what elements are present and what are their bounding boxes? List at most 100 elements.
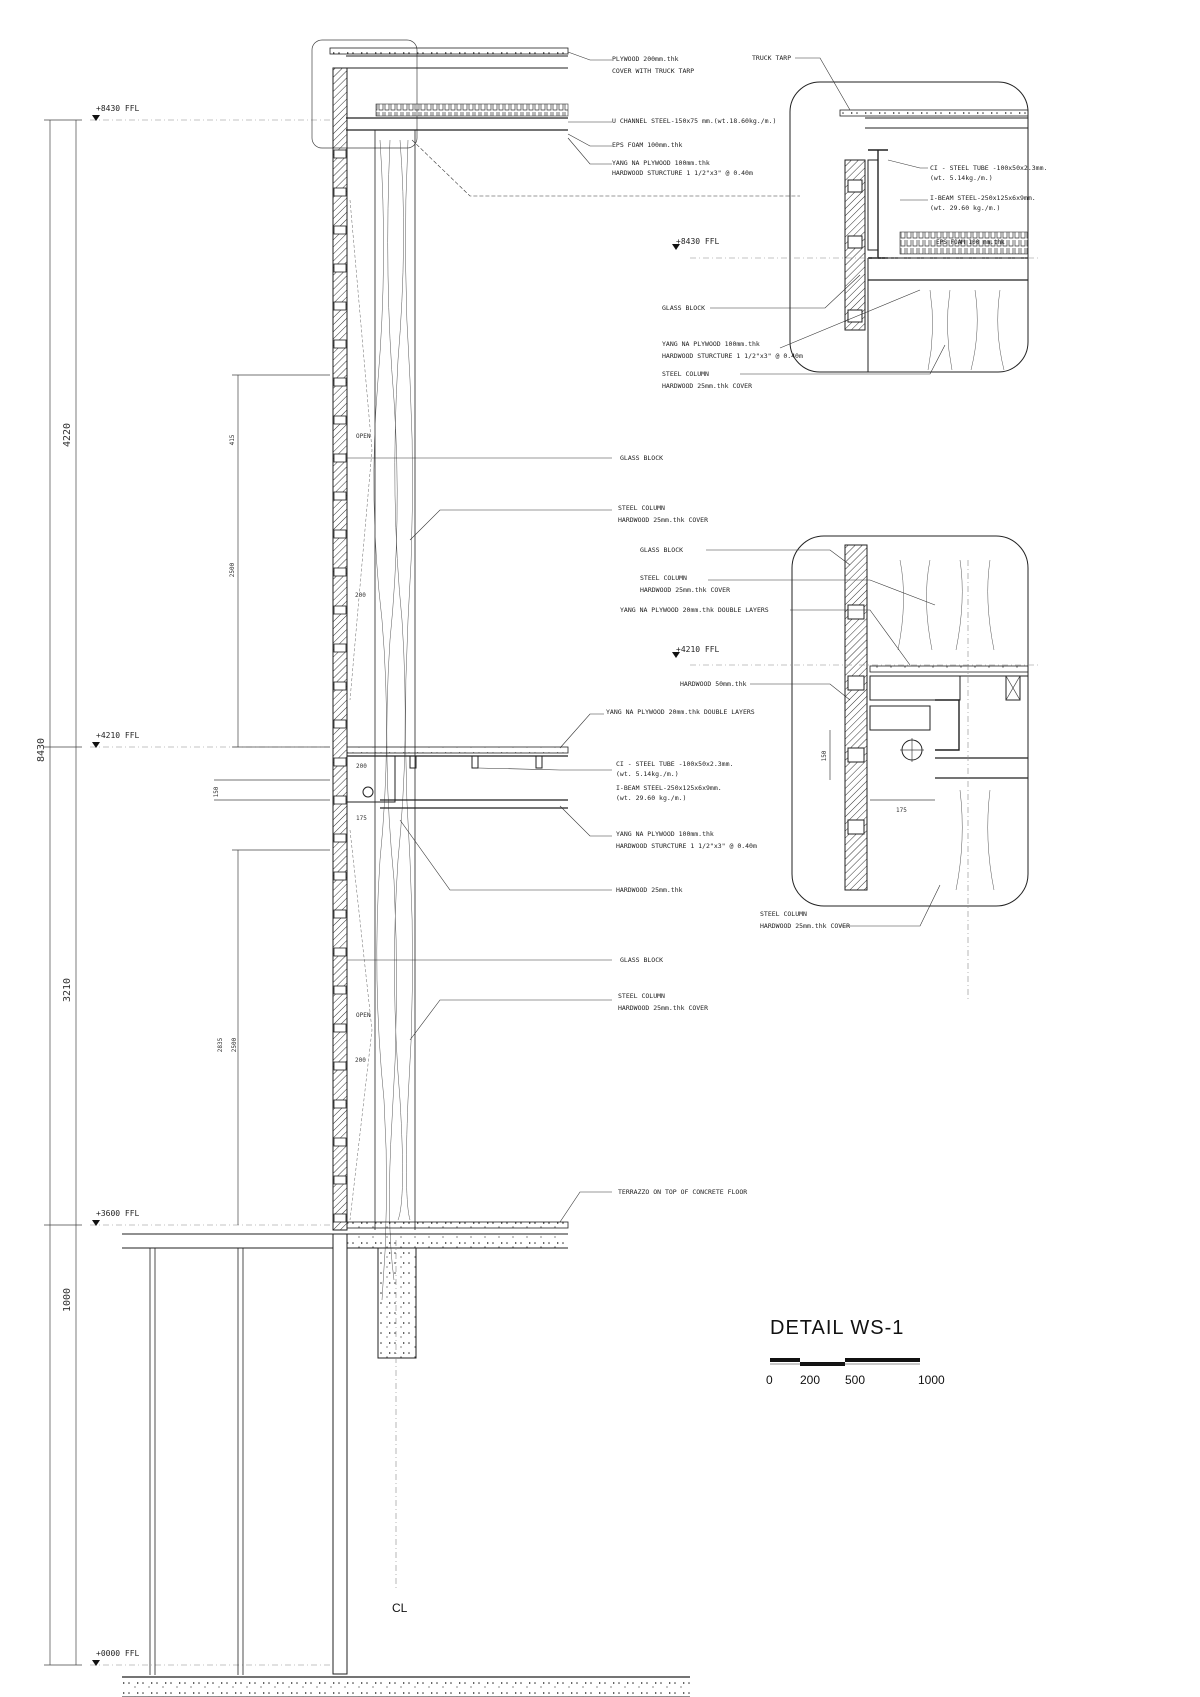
drawing-title: DETAIL WS-1 — [770, 1317, 904, 1339]
note-glass-block-2: GLASS BLOCK — [620, 956, 663, 964]
detail-bubble-top: +8430 FFL TRUCK TARP CI - STEEL TUBE -10… — [662, 54, 1047, 390]
glass-block-joint — [333, 187, 347, 197]
wood-grain — [373, 139, 413, 1301]
scale-label-0: 0 — [766, 1373, 773, 1387]
glass-block-joint — [333, 757, 347, 767]
detail-top-level: +8430 FFL — [676, 237, 720, 246]
detail-top-tarp: TRUCK TARP — [752, 54, 791, 62]
glass-block-joint — [333, 415, 347, 425]
detail-top-col-2: HARDWOOD 25mm.thk COVER — [662, 382, 752, 390]
main-section: OPEN OPEN 200 200 200 175 — [122, 39, 690, 1697]
glass-block-joint — [333, 1099, 347, 1109]
glass-block-joint — [333, 833, 347, 843]
glass-block-joint — [333, 567, 347, 577]
glass-block-joint — [333, 1061, 347, 1071]
glass-block-joint — [333, 871, 347, 881]
detail-callout-top — [311, 39, 418, 149]
note-terrazzo: TERRAZZO ON TOP OF CONCRETE FLOOR — [618, 1188, 747, 1196]
scale-label-200: 200 — [800, 1373, 820, 1387]
dim-open-lower: 2835 — [217, 1037, 224, 1052]
level-4210: +4210 FFL — [90, 731, 330, 748]
level-8430: +8430 FFL — [90, 104, 330, 121]
note-yangna-mid-2: HARDWOOD STURCTURE 1 1/2"x3" @ 0.40m — [616, 842, 757, 850]
glass-block-joint — [333, 681, 347, 691]
note-plywood-top: PLYWOOD 200mm.thk — [612, 55, 679, 63]
level-3600: +3600 FFL — [90, 1209, 330, 1226]
dim-200-a: 200 — [355, 592, 366, 599]
glass-block-joint — [333, 339, 347, 349]
note-yangna-top: YANG NA PLYWOOD 100mm.thk — [612, 159, 710, 167]
detail-top-yangna-2: HARDWOOD STURCTURE 1 1/2"x3" @ 0.40m — [662, 352, 803, 360]
scale-label-500: 500 — [845, 1373, 865, 1387]
dim-175: 175 — [356, 815, 367, 822]
detail-mid-glass: GLASS BLOCK — [640, 546, 683, 554]
detail-top-ibeam-2: (wt. 29.60 kg./m.) — [930, 204, 1000, 212]
glass-block-joint — [333, 795, 347, 805]
dim-2500-upper: 2500 — [229, 562, 236, 577]
detail-bubble-mid: 175 150 +4210 FFL GLASS BLOCK STEEL COLU… — [620, 535, 1040, 1000]
level-label: +3600 FFL — [96, 1209, 140, 1218]
title-block: DETAIL WS-1 0 200 500 1000 — [766, 1317, 945, 1387]
note-ci-tube: CI - STEEL TUBE -100x50x2.3mm. — [616, 760, 733, 768]
level-label: +4210 FFL — [96, 731, 140, 740]
scale-bar — [770, 1358, 920, 1366]
glass-block-joint — [333, 491, 347, 501]
level-label: +8430 FFL — [96, 104, 140, 113]
dim-total: 8430 — [36, 738, 47, 762]
note-yangna-top-2: HARDWOOD STURCTURE 1 1/2"x3" @ 0.40m — [612, 169, 753, 177]
note-plywood-top-2: COVER WITH TRUCK TARP — [612, 67, 694, 75]
note-ibeam: I-BEAM STEEL-250x125x6x9mm. — [616, 784, 722, 792]
scale-label-1000: 1000 — [918, 1373, 945, 1387]
glass-block-joint — [333, 225, 347, 235]
note-yangna-double: YANG NA PLYWOOD 20mm.thk DOUBLE LAYERS — [606, 708, 755, 716]
glass-block-joint — [333, 263, 347, 273]
open-label-lower: OPEN — [356, 1012, 371, 1019]
glass-block-joint — [333, 909, 347, 919]
note-steel-col-2: STEEL COLUMN — [618, 992, 665, 1000]
detail-mid-175: 175 — [896, 807, 907, 814]
open-label-upper: OPEN — [356, 433, 371, 440]
level-0000: +0000 FFL — [90, 1649, 330, 1666]
detail-top-ci: CI - STEEL TUBE -100x50x2.3mm. — [930, 164, 1047, 172]
note-yangna-mid: YANG NA PLYWOOD 100mm.thk — [616, 830, 714, 838]
detail-top-col: STEEL COLUMN — [662, 370, 709, 378]
note-steel-col-1b: HARDWOOD 25mm.thk COVER — [618, 516, 708, 524]
dim-2500-lower: 2500 — [231, 1037, 238, 1052]
glass-block-joint — [333, 377, 347, 387]
detail-top-yangna: YANG NA PLYWOOD 100mm.thk — [662, 340, 760, 348]
detail-mid-150: 150 — [821, 750, 828, 761]
note-ibeam-2: (wt. 29.60 kg./m.) — [616, 794, 686, 802]
centerline-label: CL — [392, 1601, 408, 1615]
glass-block-joint — [333, 1175, 347, 1185]
glass-block-joint — [333, 301, 347, 311]
detail-mid-hardwood: HARDWOOD 50mm.thk — [680, 680, 747, 688]
note-steel-col-2b: HARDWOOD 25mm.thk COVER — [618, 1004, 708, 1012]
dim-150: 150 — [213, 786, 220, 797]
glass-block-joint — [333, 719, 347, 729]
detail-top-glass: GLASS BLOCK — [662, 304, 705, 312]
glass-block-joint — [333, 1137, 347, 1147]
detail-mid-col-2: HARDWOOD 25mm.thk COVER — [640, 586, 730, 594]
note-steel-col-1: STEEL COLUMN — [618, 504, 665, 512]
dim-200-c: 200 — [355, 1057, 366, 1064]
glass-block-joint — [333, 643, 347, 653]
level-label: +0000 FFL — [96, 1649, 140, 1658]
glass-block-joint — [333, 985, 347, 995]
note-eps-foam: EPS FOAM 100mm.thk — [612, 141, 683, 149]
detail-top-eps: EPS FOAM 100 mm.thk — [936, 239, 1005, 246]
detail-mid-yangna: YANG NA PLYWOOD 20mm.thk DOUBLE LAYERS — [620, 606, 769, 614]
detail-mid-col-bottom: STEEL COLUMN — [760, 910, 807, 918]
open-dashed-triangles — [349, 199, 373, 1221]
note-glass-block-1: GLASS BLOCK — [620, 454, 663, 462]
dim-mid: 3210 — [62, 978, 73, 1002]
glass-block-joint — [333, 605, 347, 615]
glass-block-joint — [333, 453, 347, 463]
note-hardwood-25: HARDWOOD 25mm.thk — [616, 886, 683, 894]
annotations-main: PLYWOOD 200mm.thk COVER WITH TRUCK TARP … — [347, 51, 800, 1223]
dim-open-upper: 415 — [229, 434, 236, 445]
glass-block-joint — [333, 1213, 347, 1223]
glass-block-joints — [333, 149, 347, 1223]
detail-mid-level: +4210 FFL — [676, 645, 720, 654]
note-u-channel: U CHANNEL STEEL-150x75 mm.(wt.18.60kg./m… — [612, 117, 776, 125]
